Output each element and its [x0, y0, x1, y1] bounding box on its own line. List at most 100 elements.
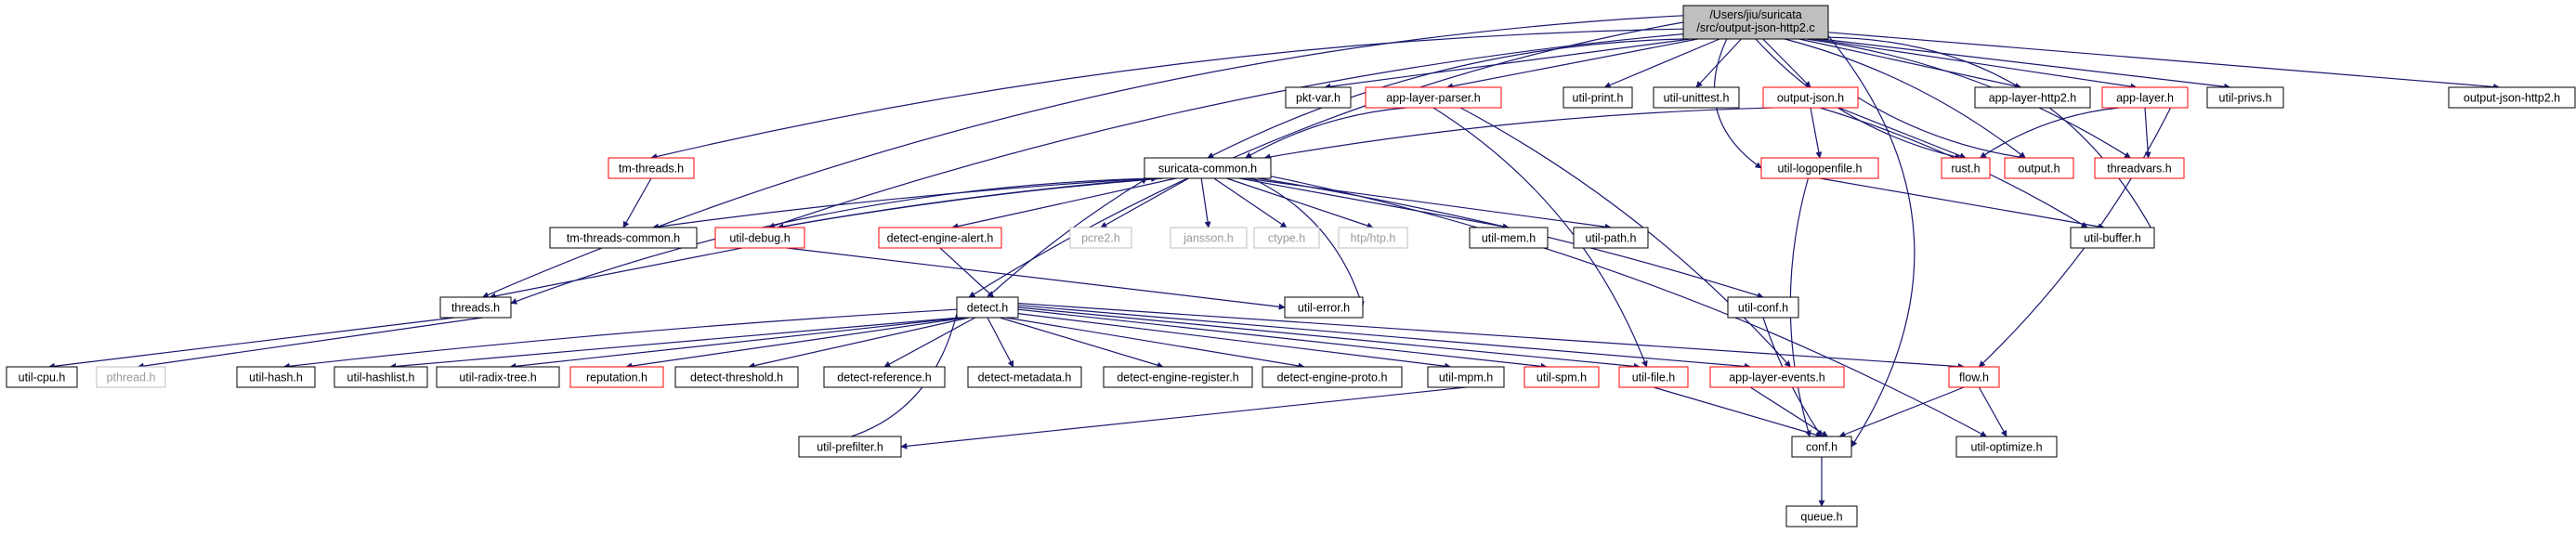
node-box-suricatacommon[interactable] — [1144, 157, 1272, 179]
node-applayerhttp2[interactable]: app-layer-http2.h — [1974, 86, 2091, 109]
node-output[interactable]: output.h — [2004, 157, 2074, 179]
node-box-threads[interactable] — [439, 296, 512, 319]
node-box-utildebug[interactable] — [714, 227, 805, 249]
node-box-pthread[interactable] — [96, 366, 166, 388]
node-utildebug[interactable]: util-debug.h — [714, 227, 805, 249]
node-box-utilconf[interactable] — [1727, 296, 1799, 319]
node-box-applayerparser[interactable] — [1365, 86, 1502, 109]
node-box-utillogopenfile[interactable] — [1760, 157, 1879, 179]
node-box-applayerevents[interactable] — [1709, 366, 1845, 388]
node-box-outputjson[interactable] — [1762, 86, 1859, 109]
node-box-ctype[interactable] — [1253, 227, 1320, 249]
node-box-detectenginealert[interactable] — [878, 227, 1002, 249]
node-box-tmthreadscommon[interactable] — [549, 227, 698, 249]
node-utillogopenfile[interactable]: util-logopenfile.h — [1760, 157, 1879, 179]
node-box-utilpath[interactable] — [1573, 227, 1649, 249]
node-suricatacommon[interactable]: suricata-common.h — [1144, 157, 1272, 179]
node-box-detect[interactable] — [956, 296, 1019, 319]
node-reputation[interactable]: reputation.h — [569, 366, 664, 388]
node-box-utilunittest[interactable] — [1653, 86, 1740, 109]
node-utilpath[interactable]: util-path.h — [1573, 227, 1649, 249]
node-box-detectmetadata[interactable] — [967, 366, 1082, 388]
node-utilhash[interactable]: util-hash.h — [236, 366, 316, 388]
node-htp[interactable]: htp/htp.h — [1338, 227, 1408, 249]
node-flow[interactable]: flow.h — [1948, 366, 2000, 388]
node-box-utilmem[interactable] — [1469, 227, 1549, 249]
node-box-utilbuffer[interactable] — [2070, 227, 2155, 249]
node-detectthreshold[interactable]: detect-threshold.h — [674, 366, 799, 388]
node-utilmem[interactable]: util-mem.h — [1469, 227, 1549, 249]
node-detect[interactable]: detect.h — [956, 296, 1019, 319]
node-box-detectengineproto[interactable] — [1262, 366, 1403, 388]
node-root[interactable]: /Users/jiu/suricata/src/output-json-http… — [1682, 5, 1829, 40]
node-threadvars[interactable]: threadvars.h — [2094, 157, 2185, 179]
node-utilradixtree[interactable]: util-radix-tree.h — [436, 366, 560, 388]
node-box-rust[interactable] — [1941, 157, 1991, 179]
node-box-utilcpu[interactable] — [6, 366, 78, 388]
node-box-applayer[interactable] — [2101, 86, 2189, 109]
node-utilspm[interactable]: util-spm.h — [1523, 366, 1600, 388]
node-ctype[interactable]: ctype.h — [1253, 227, 1320, 249]
node-box-utilfile[interactable] — [1618, 366, 1689, 388]
node-tmthreads[interactable]: tm-threads.h — [608, 157, 695, 179]
node-box-root[interactable] — [1682, 5, 1829, 40]
node-box-queue[interactable] — [1785, 505, 1858, 527]
node-box-utilprivs[interactable] — [2206, 86, 2284, 109]
node-utilerror[interactable]: util-error.h — [1284, 296, 1364, 319]
node-box-outputjsonhttp2[interactable] — [2448, 86, 2576, 109]
node-utilprivs[interactable]: util-privs.h — [2206, 86, 2284, 109]
node-pthread[interactable]: pthread.h — [96, 366, 166, 388]
node-utilprefilter[interactable]: util-prefilter.h — [798, 436, 902, 458]
node-box-utilspm[interactable] — [1523, 366, 1600, 388]
node-box-pcre2[interactable] — [1069, 227, 1132, 249]
node-box-htp[interactable] — [1338, 227, 1408, 249]
node-box-utilprefilter[interactable] — [798, 436, 902, 458]
node-box-threadvars[interactable] — [2094, 157, 2185, 179]
node-box-utilhash[interactable] — [236, 366, 316, 388]
node-utilmpm[interactable]: util-mpm.h — [1427, 366, 1505, 388]
node-outputjsonhttp2[interactable]: output-json-http2.h — [2448, 86, 2576, 109]
node-detectenginealert[interactable]: detect-engine-alert.h — [878, 227, 1002, 249]
node-utilfile[interactable]: util-file.h — [1618, 366, 1689, 388]
node-detectengineproto[interactable]: detect-engine-proto.h — [1262, 366, 1403, 388]
node-detectmetadata[interactable]: detect-metadata.h — [967, 366, 1082, 388]
node-conf[interactable]: conf.h — [1791, 436, 1852, 458]
node-applayer[interactable]: app-layer.h — [2101, 86, 2189, 109]
node-box-utilerror[interactable] — [1284, 296, 1364, 319]
node-box-utilradixtree[interactable] — [436, 366, 560, 388]
node-applayerparser[interactable]: app-layer-parser.h — [1365, 86, 1502, 109]
node-box-applayerhttp2[interactable] — [1974, 86, 2091, 109]
node-box-detectengineregister[interactable] — [1103, 366, 1253, 388]
node-box-utilprint[interactable] — [1563, 86, 1633, 109]
node-detectengineregister[interactable]: detect-engine-register.h — [1103, 366, 1253, 388]
node-box-pktvar[interactable] — [1285, 86, 1352, 109]
node-jansson[interactable]: jansson.h — [1170, 227, 1248, 249]
node-box-flow[interactable] — [1948, 366, 2000, 388]
node-box-output[interactable] — [2004, 157, 2074, 179]
node-tmthreadscommon[interactable]: tm-threads-common.h — [549, 227, 698, 249]
node-threads[interactable]: threads.h — [439, 296, 512, 319]
node-queue[interactable]: queue.h — [1785, 505, 1858, 527]
node-pcre2[interactable]: pcre2.h — [1069, 227, 1132, 249]
node-applayerevents[interactable]: app-layer-events.h — [1709, 366, 1845, 388]
node-utilcpu[interactable]: util-cpu.h — [6, 366, 78, 388]
node-box-jansson[interactable] — [1170, 227, 1248, 249]
node-box-reputation[interactable] — [569, 366, 664, 388]
node-utilconf[interactable]: util-conf.h — [1727, 296, 1799, 319]
node-box-utilhashlist[interactable] — [333, 366, 428, 388]
node-utilprint[interactable]: util-print.h — [1563, 86, 1633, 109]
node-box-utilmpm[interactable] — [1427, 366, 1505, 388]
node-utilbuffer[interactable]: util-buffer.h — [2070, 227, 2155, 249]
node-utilunittest[interactable]: util-unittest.h — [1653, 86, 1740, 109]
node-utiloptimize[interactable]: util-optimize.h — [1955, 436, 2058, 458]
node-box-conf[interactable] — [1791, 436, 1852, 458]
node-box-detectreference[interactable] — [823, 366, 946, 388]
node-outputjson[interactable]: output-json.h — [1762, 86, 1859, 109]
node-rust[interactable]: rust.h — [1941, 157, 1991, 179]
node-box-utiloptimize[interactable] — [1955, 436, 2058, 458]
node-box-tmthreads[interactable] — [608, 157, 695, 179]
node-box-detectthreshold[interactable] — [674, 366, 799, 388]
node-pktvar[interactable]: pkt-var.h — [1285, 86, 1352, 109]
node-detectreference[interactable]: detect-reference.h — [823, 366, 946, 388]
node-utilhashlist[interactable]: util-hashlist.h — [333, 366, 428, 388]
